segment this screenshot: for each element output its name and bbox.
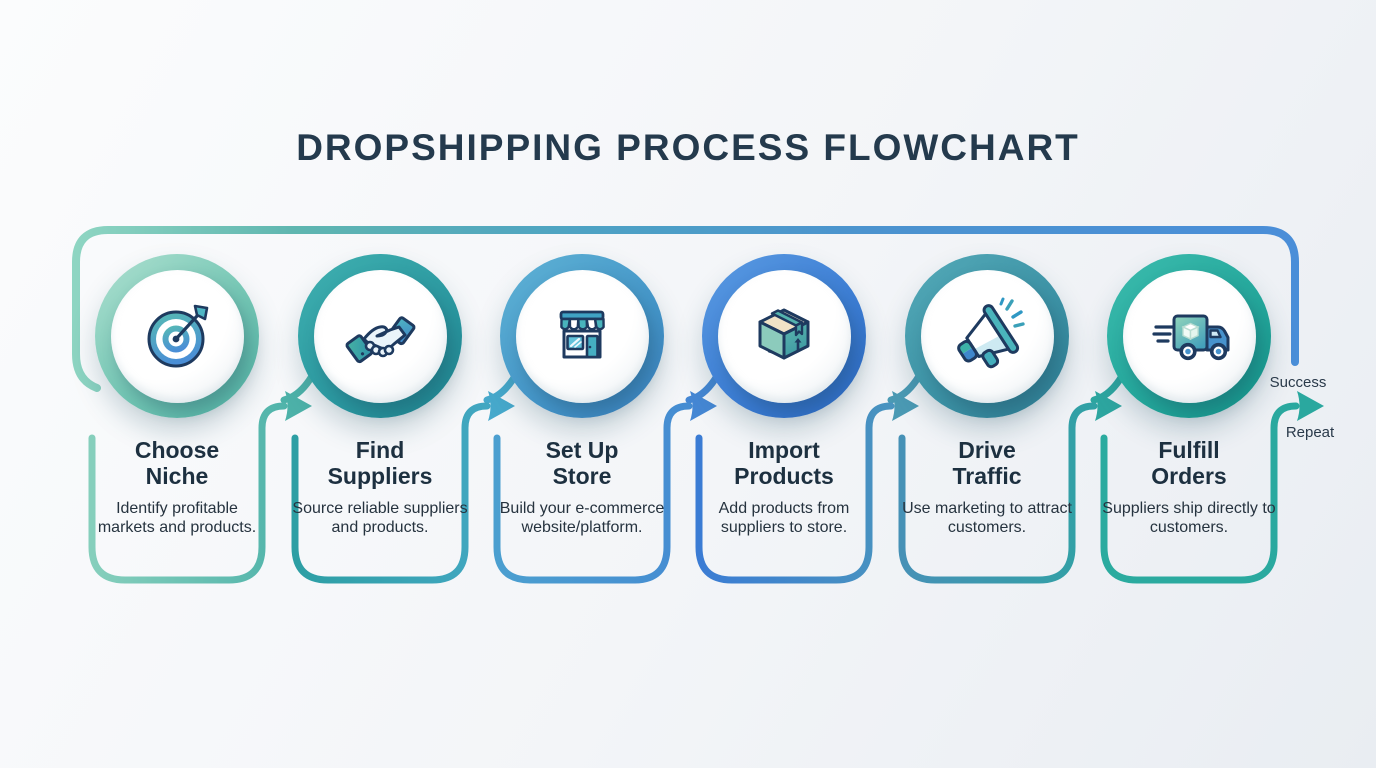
step-choose-niche: Choose Niche Identify profitable markets…	[76, 254, 278, 538]
step-title: Choose Niche	[134, 437, 220, 490]
flow-arrowhead	[285, 391, 312, 421]
step-description: Use marketing to attract customers.	[902, 499, 1072, 537]
step-card-outline	[291, 402, 491, 584]
flow-arrowhead	[488, 391, 515, 421]
step-card-outline	[1100, 402, 1300, 584]
step-fulfill-orders: Fulfill Orders Suppliers ship directly t…	[1088, 254, 1290, 538]
step-circle	[298, 254, 462, 418]
success-label: Success	[1269, 374, 1327, 391]
step-description: Suppliers ship directly to customers.	[1102, 499, 1276, 537]
repeat-arrowhead	[1297, 391, 1324, 421]
step-circle	[500, 254, 664, 418]
package-box-icon	[758, 308, 810, 360]
megaphone-icon	[957, 297, 1025, 369]
step-title: Drive Traffic	[952, 437, 1022, 490]
step-description: Source reliable suppliers and products.	[292, 499, 468, 537]
step-circle	[702, 254, 866, 418]
step-circle	[1107, 254, 1271, 418]
step-circle-inner	[110, 269, 244, 403]
step-circle-inner	[313, 269, 447, 403]
storefront-icon	[559, 310, 605, 359]
step-circle	[95, 254, 259, 418]
step-circle-inner	[717, 269, 851, 403]
page-title: DROPSHIPPING PROCESS FLOWCHART	[296, 127, 1080, 168]
step-description: Identify profitable markets and products…	[97, 499, 257, 537]
flow-arrowhead	[1095, 391, 1122, 421]
step-circle-inner	[1122, 269, 1256, 403]
step-card-outline	[493, 402, 693, 584]
flow-arrowhead	[892, 391, 919, 421]
step-card-outline	[88, 402, 288, 584]
step-card-outline	[695, 402, 895, 584]
step-description: Build your e-commerce website/platform.	[499, 499, 665, 537]
step-drive-traffic: Drive Traffic Use marketing to attract c…	[886, 254, 1088, 538]
step-description: Add products from suppliers to store.	[718, 499, 850, 537]
repeat-label: Repeat	[1285, 424, 1335, 441]
step-title: Fulfill Orders	[1151, 437, 1227, 490]
delivery-truck-icon	[1152, 314, 1230, 361]
step-card-outline	[898, 402, 1098, 584]
step-import-products: Import Products Add products from suppli…	[683, 254, 885, 538]
step-find-suppliers: Find Suppliers Source reliable suppliers…	[279, 254, 481, 538]
step-circle-inner	[515, 269, 649, 403]
step-set-up-store: Set Up Store Build your e-commerce websi…	[481, 254, 683, 538]
top-flow-line	[72, 226, 1299, 392]
handshake-icon	[345, 316, 416, 364]
target-icon	[147, 304, 209, 368]
step-title: Import Products	[734, 437, 834, 490]
flow-arrowhead	[690, 391, 717, 421]
step-title: Set Up Store	[545, 437, 619, 490]
step-title: Find Suppliers	[327, 437, 433, 490]
step-circle	[905, 254, 1069, 418]
step-circle-inner	[920, 269, 1054, 403]
